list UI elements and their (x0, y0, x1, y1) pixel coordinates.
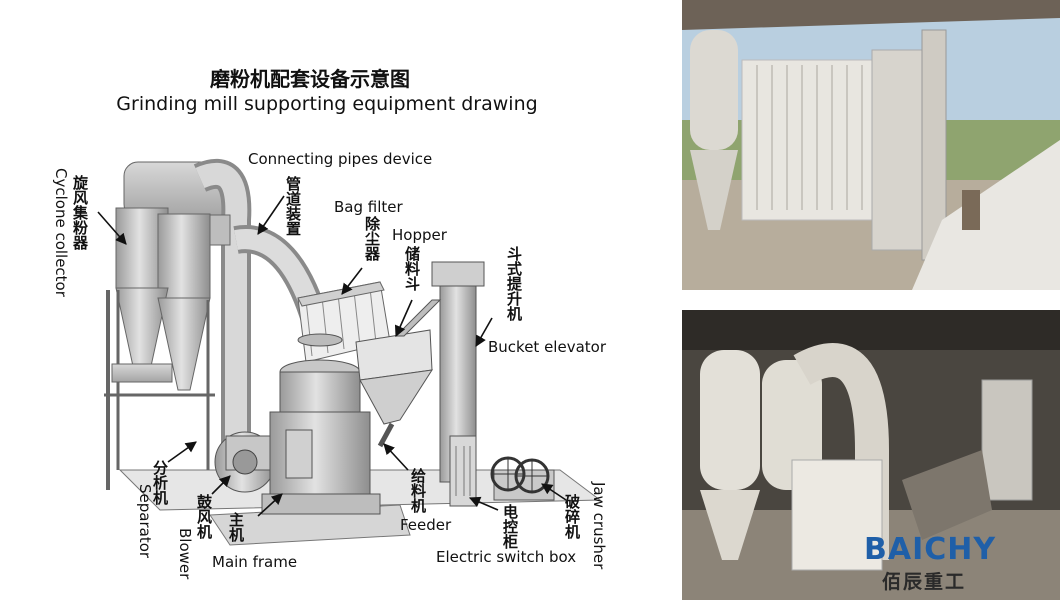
electric-switch-box (449, 435, 477, 507)
jaw-crusher (490, 456, 555, 501)
label-bag-filter-cn: 除尘器 (363, 215, 381, 262)
hopper (355, 329, 434, 448)
label-bag-filter-en: Bag filter (334, 198, 403, 216)
label-jaw-en: Jaw crusher (590, 481, 608, 570)
diagram-title-cn: 磨粉机配套设备示意图 (210, 67, 410, 91)
label-cyclone-cn: 旋风集粉器 (71, 174, 89, 251)
label-arrows (97, 195, 567, 517)
main-frame (261, 333, 381, 515)
label-hopper-en: Hopper (392, 226, 448, 244)
equipment-drawing-svg: 磨粉机配套设备示意图 Grinding mill supporting equi… (52, 67, 608, 580)
label-feeder-en: Feeder (400, 516, 452, 534)
site-photo-workshop-image (682, 310, 1060, 600)
equipment-diagram: 磨粉机配套设备示意图 Grinding mill supporting equi… (52, 67, 608, 581)
label-separator-en: Separator (136, 484, 154, 559)
brand-logo-text: BAICHY (864, 532, 997, 567)
label-separator-cn: 分析机 (151, 460, 169, 506)
label-bucket-en: Bucket elevator (488, 338, 607, 356)
label-pipes-cn: 管道装置 (284, 175, 302, 236)
label-feeder-cn: 给料机 (409, 467, 427, 514)
label-main-frame-cn: 主机 (227, 511, 245, 543)
label-cyclone-en: Cyclone collector (52, 168, 70, 298)
site-photo-outdoor-image (682, 0, 1060, 290)
label-blower-en: Blower (176, 528, 194, 580)
label-pipes-en: Connecting pipes device (248, 150, 432, 168)
label-main-frame-en: Main frame (212, 553, 297, 571)
site-photo-workshop: BAICHY 佰辰重工 (682, 310, 1060, 600)
label-jaw-cn: 破碎机 (563, 493, 581, 540)
label-blower-cn: 鼓风机 (195, 493, 213, 540)
label-hopper-cn: 储料斗 (403, 245, 421, 292)
label-switch-en: Electric switch box (436, 548, 576, 566)
cyclone-collector (104, 161, 231, 490)
label-bucket-cn: 斗式提升机 (505, 246, 523, 322)
brand-logo-cn: 佰辰重工 (882, 571, 967, 593)
label-switch-cn: 电控柜 (501, 503, 519, 550)
diagram-title-en: Grinding mill supporting equipment drawi… (116, 93, 537, 115)
site-photo-outdoor (682, 0, 1060, 290)
